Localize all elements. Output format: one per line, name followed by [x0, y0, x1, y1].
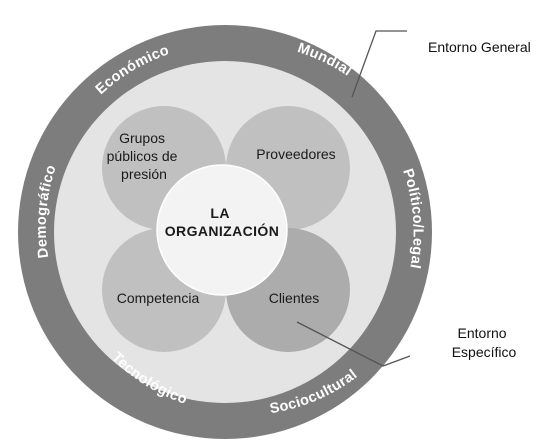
label-clientes: Clientes	[269, 290, 320, 306]
label-entorno-general: Entorno General	[428, 39, 531, 55]
label-proveedores: Proveedores	[256, 146, 335, 162]
label-grupos-publicos: Grupos públicos de presión	[107, 130, 182, 182]
label-entorno-especifico: Entorno Específico	[452, 325, 517, 360]
callout-line-general	[351, 30, 407, 98]
center-label: LA ORGANIZACIÓN	[165, 205, 279, 239]
callout-line-especifico	[296, 321, 411, 367]
label-competencia: Competencia	[117, 290, 200, 306]
center-organization-circle	[156, 164, 288, 296]
